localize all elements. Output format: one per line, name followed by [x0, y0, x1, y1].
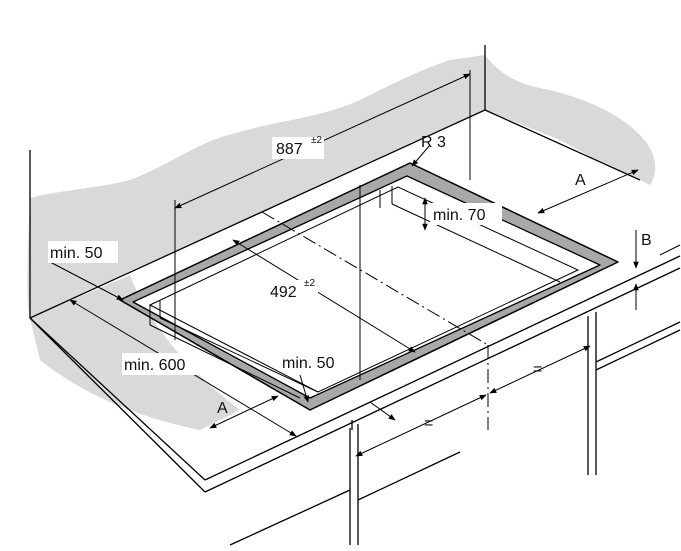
b-label: B	[641, 232, 652, 249]
equal-label-2: =	[533, 361, 542, 378]
width-value: 492	[270, 284, 297, 301]
length-value: 887	[276, 141, 303, 158]
dim-492	[232, 239, 416, 353]
dim-a-right	[537, 169, 639, 214]
equal-label-1: =	[424, 415, 433, 432]
dim-a-front	[209, 395, 279, 429]
min-600-label: min. 600	[124, 357, 185, 374]
label-887: 887 ±2	[272, 135, 324, 159]
dim-equal	[355, 345, 591, 457]
radius-label: R 3	[421, 134, 446, 151]
a-right-label: A	[575, 172, 586, 189]
radius-leader	[411, 144, 431, 167]
a-front-label: A	[217, 400, 228, 417]
label-492: 492 ±2	[266, 278, 318, 302]
width-tolerance: ±2	[304, 278, 315, 289]
min-50-front-label: min. 50	[282, 355, 335, 372]
min-50-left-label: min. 50	[50, 245, 103, 262]
length-tolerance: ±2	[311, 135, 322, 146]
min-70-label: min. 70	[433, 207, 486, 224]
dim-min50-left-leader	[49, 261, 124, 301]
cabinet-panels	[229, 312, 681, 546]
dim-min50-front-leader	[299, 374, 309, 403]
